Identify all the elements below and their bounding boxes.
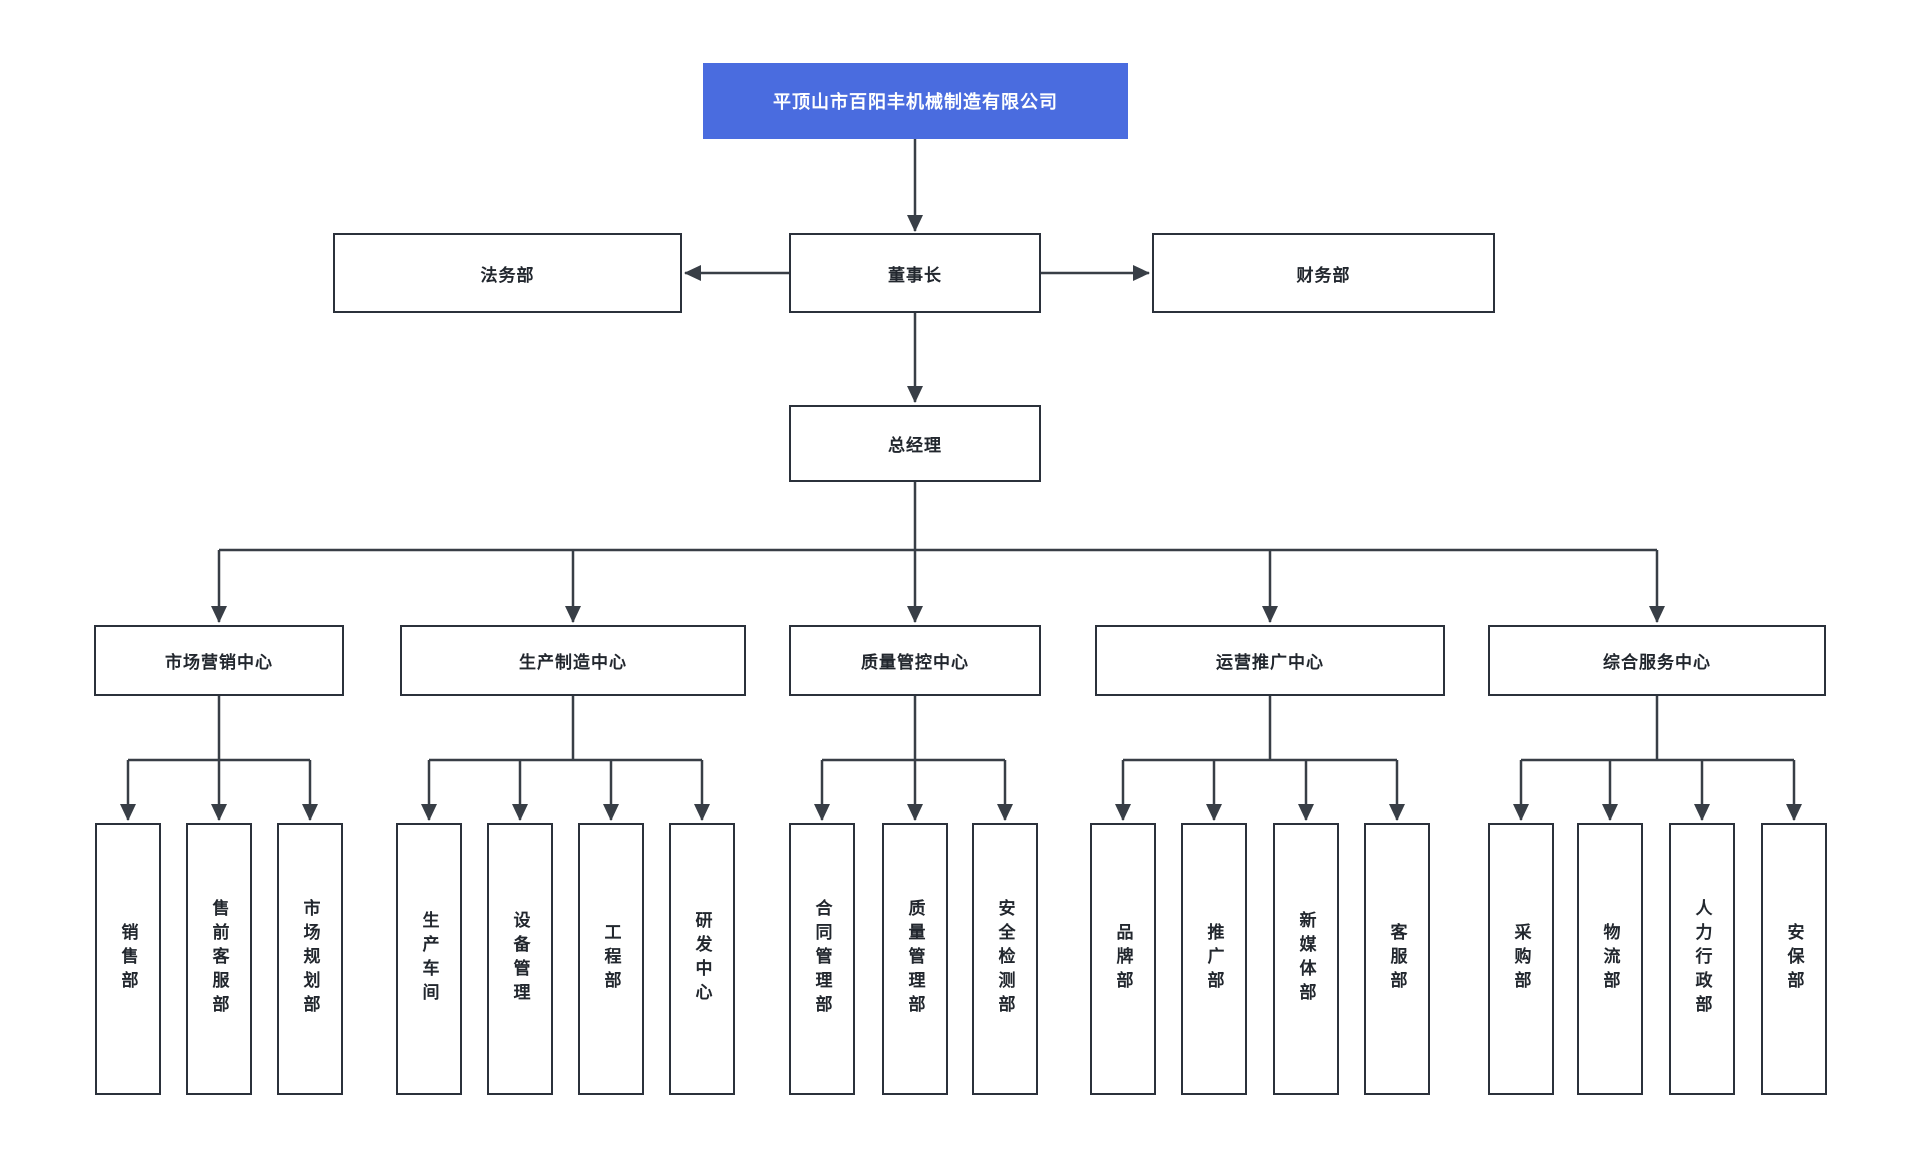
dept-node: 生产车间 <box>396 823 462 1095</box>
dept-node: 工程部 <box>578 823 644 1095</box>
dept-node: 物流部 <box>1577 823 1643 1095</box>
dept-node: 新媒体部 <box>1273 823 1339 1095</box>
marketing-center-node: 市场营销中心 <box>94 625 344 696</box>
dept-label: 市场规划部 <box>300 899 320 1019</box>
dept-node: 市场规划部 <box>277 823 343 1095</box>
quality-center-node: 质量管控中心 <box>789 625 1041 696</box>
dept-label: 新媒体部 <box>1296 911 1316 1007</box>
finance-dept-node: 财务部 <box>1152 233 1495 313</box>
operations-center-node: 运营推广中心 <box>1095 625 1445 696</box>
dept-label: 采购部 <box>1511 923 1531 995</box>
dept-node: 采购部 <box>1488 823 1554 1095</box>
chairman-node: 董事长 <box>789 233 1041 313</box>
general-manager-node: 总经理 <box>789 405 1041 482</box>
dept-label: 研发中心 <box>692 911 712 1007</box>
dept-label: 合同管理部 <box>812 899 832 1019</box>
dept-node: 售前客服部 <box>186 823 252 1095</box>
production-center-node: 生产制造中心 <box>400 625 746 696</box>
dept-node: 品牌部 <box>1090 823 1156 1095</box>
dept-label: 生产车间 <box>419 911 439 1007</box>
dept-node: 推广部 <box>1181 823 1247 1095</box>
dept-node: 安保部 <box>1761 823 1827 1095</box>
dept-node: 安全检测部 <box>972 823 1038 1095</box>
dept-node: 销售部 <box>95 823 161 1095</box>
dept-label: 售前客服部 <box>209 899 229 1019</box>
dept-label: 工程部 <box>601 923 621 995</box>
dept-label: 安保部 <box>1784 923 1804 995</box>
dept-label: 物流部 <box>1600 923 1620 995</box>
dept-node: 客服部 <box>1364 823 1430 1095</box>
dept-label: 销售部 <box>118 923 138 995</box>
dept-node: 合同管理部 <box>789 823 855 1095</box>
dept-node: 设备管理 <box>487 823 553 1095</box>
dept-label: 人力行政部 <box>1692 899 1712 1019</box>
dept-node: 人力行政部 <box>1669 823 1735 1095</box>
dept-node: 质量管理部 <box>882 823 948 1095</box>
company-root-node: 平顶山市百阳丰机械制造有限公司 <box>703 63 1128 139</box>
dept-label: 客服部 <box>1387 923 1407 995</box>
legal-dept-node: 法务部 <box>333 233 682 313</box>
dept-label: 质量管理部 <box>905 899 925 1019</box>
dept-label: 设备管理 <box>510 911 530 1007</box>
dept-node: 研发中心 <box>669 823 735 1095</box>
dept-label: 品牌部 <box>1113 923 1133 995</box>
services-center-node: 综合服务中心 <box>1488 625 1826 696</box>
dept-label: 推广部 <box>1204 923 1224 995</box>
dept-label: 安全检测部 <box>995 899 1015 1019</box>
